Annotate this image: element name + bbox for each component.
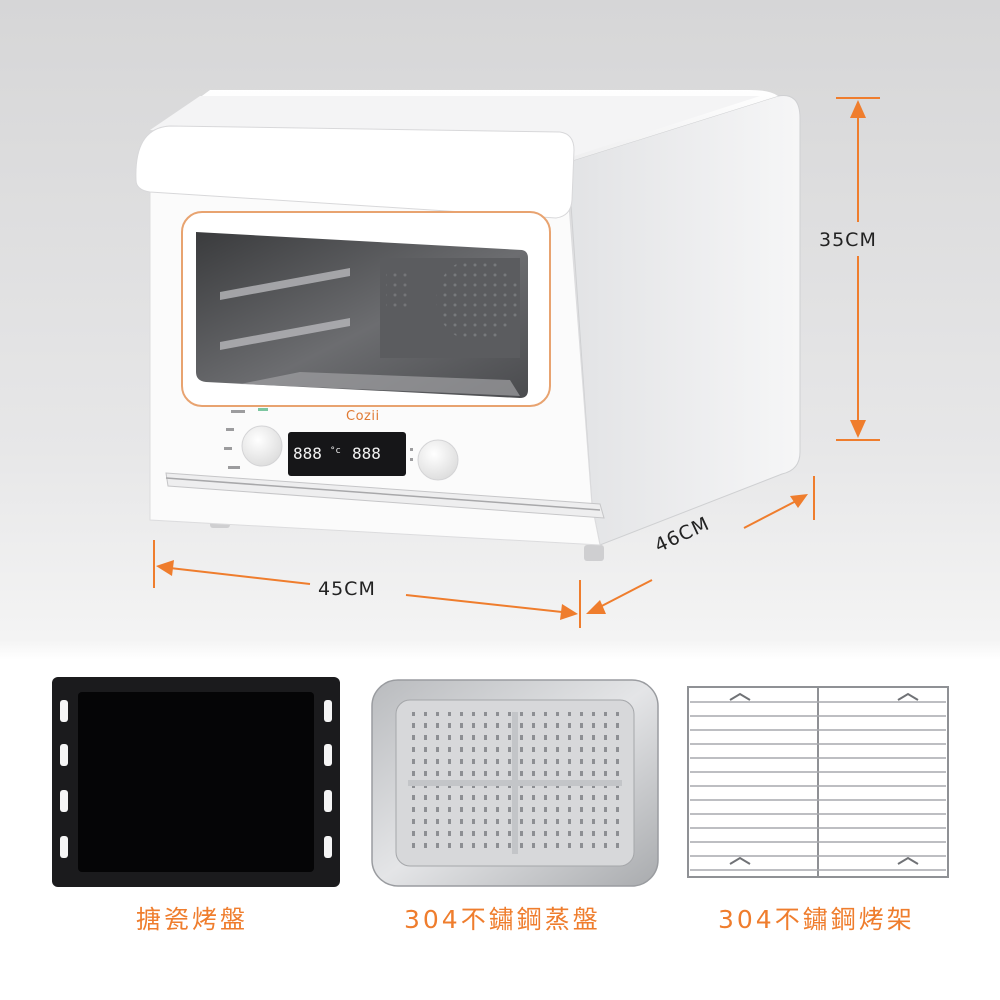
arrow-head [850,420,866,438]
oven-rack [220,318,350,350]
oven-top-surface [150,96,760,158]
caption-grill-rack: 304不鏽鋼烤架 [718,905,915,934]
arrow-head [156,560,174,576]
tray-handle-slot [60,836,68,858]
rack-hook [897,856,919,865]
tray-basin [78,692,314,872]
dimension-line [743,499,799,529]
display-mark [410,448,413,451]
mode-indicator [258,408,268,411]
dimension-width [153,540,581,628]
dimension-depth [586,476,815,614]
oven-top-lip [135,125,575,219]
fan-grille [436,258,520,342]
dimension-line [169,567,311,585]
enamel-baking-tray [52,677,340,887]
dimension-height-label: 35CM [819,229,877,251]
oven-cavity-floor [240,372,520,396]
oven-bottom-tray-slot [165,472,605,519]
dimension-width-label: 45CM [318,578,376,600]
arrow-head [560,604,578,620]
right-knob[interactable] [417,439,459,481]
tray-handle-slot [324,790,332,812]
display-unit-mark: °c [330,446,341,456]
mode-indicator [231,410,245,413]
mode-indicator [226,428,234,431]
brand-logo: Cozii [346,409,380,424]
tray-handle-slot [324,744,332,766]
control-display [288,432,406,476]
left-knob[interactable] [241,425,283,467]
mode-indicator [224,447,232,450]
rack-hook [729,856,751,865]
arrow-head [790,494,808,508]
tray-handle-slot [60,744,68,766]
stainless-steam-tray [371,679,659,887]
oven-side-panel [567,94,801,546]
tray-handle-slot [60,700,68,722]
oven-foot [584,545,604,561]
tray-handle-slot [324,700,332,722]
rack-hook [897,692,919,701]
tray-handle-slot [324,836,332,858]
display-mark [410,458,413,461]
dimension-line [593,579,653,611]
oven-rack [220,268,350,300]
arrow-head [850,100,866,118]
oven-tray-seam [165,477,601,511]
tray-handle-slot [60,790,68,812]
oven [135,90,801,561]
display-right-digits: 888 [352,444,381,463]
dimension-line [405,594,563,613]
mode-indicator [228,466,240,469]
caption-steam-tray: 304不鏽鋼蒸盤 [404,905,601,934]
rack-hook [729,692,751,701]
caption-enamel-tray: 搪瓷烤盤 [136,905,249,934]
arrow-head [586,600,606,614]
display-left-digits: 888 [293,444,322,463]
stainless-grill-rack [687,686,949,878]
vent-holes [386,268,412,312]
dimension-height [836,97,880,441]
